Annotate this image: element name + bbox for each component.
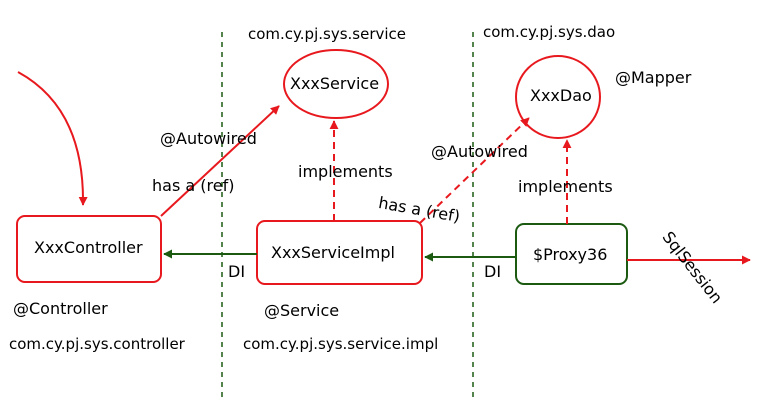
service-annotation: @Service xyxy=(264,301,340,320)
autowired-label-2: @Autowired xyxy=(431,142,528,161)
package-dao-label: com.cy.pj.sys.dao xyxy=(483,23,616,41)
xxx-dao-label: XxxDao xyxy=(530,86,592,105)
autowired-edge-impl-to-dao xyxy=(419,117,530,224)
xxx-service-node xyxy=(283,49,389,119)
autowired-edge-controller-to-service xyxy=(160,105,280,217)
xxx-controller-node xyxy=(16,215,162,283)
xxx-controller-label: XxxController xyxy=(34,238,143,257)
xxx-dao-node xyxy=(515,55,601,139)
proxy-node xyxy=(515,223,628,285)
entry-arrow xyxy=(17,71,88,206)
package-service-impl-label: com.cy.pj.sys.service.impl xyxy=(243,335,439,353)
package-service-label: com.cy.pj.sys.service xyxy=(248,25,407,43)
has-a-label-1: has a (ref) xyxy=(152,176,235,195)
xxx-service-impl-label: XxxServiceImpl xyxy=(271,243,395,262)
proxy-label: $Proxy36 xyxy=(533,245,608,264)
di-label-1: DI xyxy=(228,262,246,281)
package-controller-label: com.cy.pj.sys.controller xyxy=(9,335,185,353)
controller-annotation: @Controller xyxy=(13,299,108,318)
implements-label-2: implements xyxy=(518,177,613,196)
autowired-label-1: @Autowired xyxy=(160,129,257,148)
implements-label-1: implements xyxy=(298,162,393,181)
di-label-2: DI xyxy=(484,262,502,281)
xxx-service-label: XxxService xyxy=(290,74,380,93)
xxx-service-impl-node xyxy=(256,220,423,285)
mapper-annotation: @Mapper xyxy=(615,68,692,87)
